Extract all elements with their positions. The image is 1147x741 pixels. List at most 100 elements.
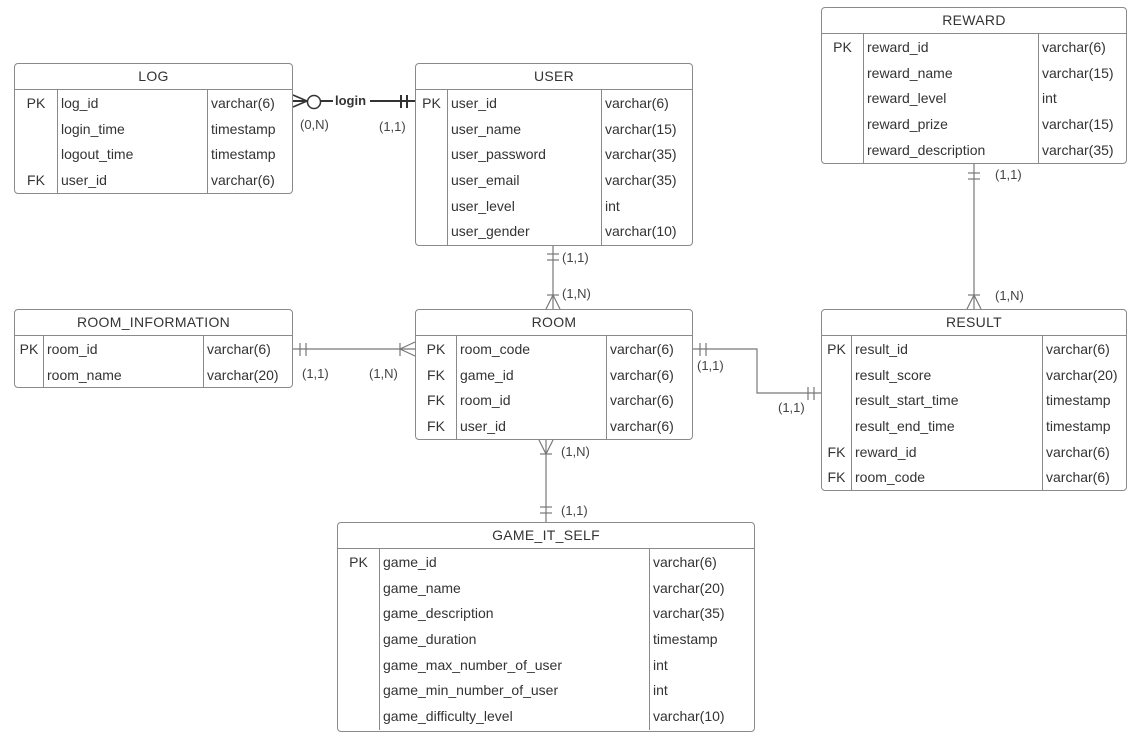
cardinality-user-room-room: (1,N) bbox=[562, 286, 591, 301]
key-marker: FK bbox=[827, 443, 846, 460]
cardinality-user-login: (1,1) bbox=[379, 119, 406, 134]
attribute-type: varchar(6) bbox=[1046, 469, 1110, 486]
attribute-type: varchar(35) bbox=[605, 146, 677, 163]
attribute-name: reward_name bbox=[867, 64, 953, 81]
attribute-type: varchar(6) bbox=[1042, 39, 1106, 55]
cardinality-user-room-user: (1,1) bbox=[562, 250, 589, 265]
attribute-name: game_id bbox=[383, 554, 437, 570]
column-divider bbox=[1042, 336, 1043, 490]
attribute-row: user_name varchar(15) bbox=[416, 117, 692, 143]
attribute-type: varchar(15) bbox=[1042, 116, 1114, 133]
key-marker: PK bbox=[349, 554, 368, 570]
attribute-type: varchar(15) bbox=[605, 120, 677, 137]
cardinality-room-result-result: (1,1) bbox=[778, 400, 805, 415]
column-divider bbox=[456, 336, 457, 439]
column-divider bbox=[207, 90, 208, 193]
attribute-type: int bbox=[653, 656, 668, 673]
attribute-type: timestamp bbox=[653, 631, 718, 648]
attribute-name: game_min_number_of_user bbox=[383, 682, 559, 699]
key-marker: FK bbox=[427, 392, 445, 409]
attribute-row: game_max_number_of_user int bbox=[338, 653, 754, 679]
cardinality-room-game-game: (1,1) bbox=[561, 503, 588, 518]
entity-title: ROOM bbox=[416, 310, 692, 336]
column-divider bbox=[43, 336, 44, 387]
attribute-name: result_score bbox=[855, 366, 932, 383]
attribute-type: varchar(20) bbox=[653, 579, 725, 596]
key-marker: FK bbox=[427, 418, 445, 435]
attribute-name: reward_id bbox=[867, 39, 929, 55]
cardinality-reward-result-result: (1,N) bbox=[995, 288, 1024, 303]
attribute-type: timestamp bbox=[211, 120, 276, 137]
attribute-type: varchar(20) bbox=[207, 366, 279, 383]
attribute-name: result_start_time bbox=[855, 392, 959, 409]
attribute-type: varchar(6) bbox=[610, 366, 674, 383]
attribute-name: user_gender bbox=[451, 223, 530, 240]
attribute-name: reward_prize bbox=[867, 116, 948, 133]
column-divider bbox=[851, 336, 852, 490]
attribute-row: reward_name varchar(15) bbox=[822, 61, 1126, 87]
attribute-type: timestamp bbox=[1046, 392, 1111, 409]
attribute-type: varchar(35) bbox=[653, 605, 725, 622]
attribute-name: game_max_number_of_user bbox=[383, 656, 562, 673]
cardinality-log-login: (0,N) bbox=[300, 117, 329, 132]
attribute-type: varchar(6) bbox=[610, 418, 674, 435]
attribute-row: reward_prize varchar(15) bbox=[822, 112, 1126, 138]
attribute-type: varchar(6) bbox=[1046, 341, 1110, 357]
cardinality-room-game-room: (1,N) bbox=[561, 444, 590, 459]
key-marker: PK bbox=[19, 341, 39, 357]
attribute-row: result_start_time timestamp bbox=[822, 388, 1126, 414]
column-divider bbox=[1038, 34, 1039, 163]
attribute-name: reward_id bbox=[855, 443, 917, 460]
attribute-type: varchar(6) bbox=[610, 392, 674, 409]
entity-title: ROOM_INFORMATION bbox=[15, 310, 292, 336]
attribute-type: timestamp bbox=[1046, 418, 1111, 435]
attribute-row: game_name varchar(20) bbox=[338, 576, 754, 602]
attribute-name: game_name bbox=[383, 579, 461, 596]
cardinality-roominfo-room-roominfo: (1,1) bbox=[302, 366, 329, 381]
key-marker: FK bbox=[827, 469, 846, 486]
attribute-type: varchar(6) bbox=[211, 95, 275, 111]
attribute-name: room_id bbox=[47, 341, 98, 357]
attribute-name: log_id bbox=[61, 95, 99, 111]
key-marker: PK bbox=[26, 95, 46, 111]
attribute-name: user_name bbox=[451, 120, 522, 137]
attribute-name: game_difficulty_level bbox=[383, 708, 513, 725]
entity-title: RESULT bbox=[822, 310, 1126, 336]
attribute-row: result_score varchar(20) bbox=[822, 363, 1126, 389]
attribute-type: varchar(20) bbox=[1046, 366, 1118, 383]
attribute-type: varchar(35) bbox=[605, 172, 677, 189]
column-divider bbox=[601, 90, 602, 245]
attribute-type: varchar(15) bbox=[1042, 64, 1114, 81]
cardinality-room-result-room: (1,1) bbox=[697, 358, 724, 373]
column-divider bbox=[447, 90, 448, 245]
column-divider bbox=[863, 34, 864, 163]
attribute-name: user_id bbox=[61, 172, 107, 189]
attribute-type: varchar(6) bbox=[605, 95, 669, 111]
